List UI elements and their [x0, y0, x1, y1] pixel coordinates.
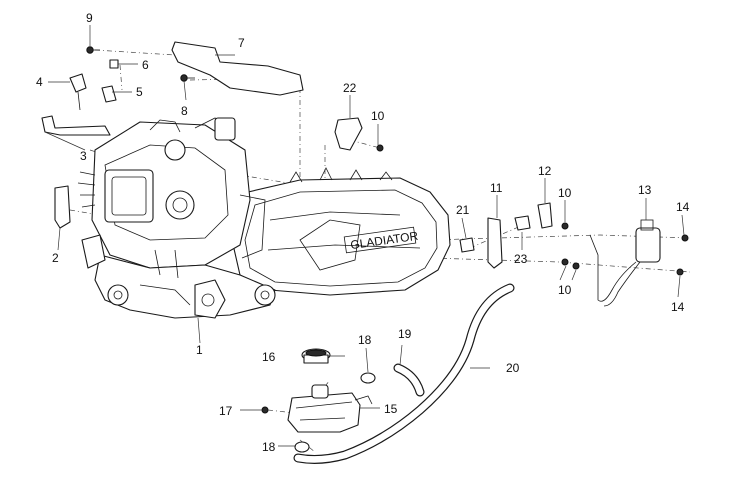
callout-22: 22 — [343, 81, 357, 95]
clamp-part-18-lower — [294, 441, 310, 453]
callout-13: 13 — [638, 183, 652, 197]
callout-18-upper: 18 — [358, 333, 372, 347]
bolt-part-6 — [109, 59, 119, 69]
callout-9: 9 — [86, 11, 93, 25]
callout-labels: 1 2 3 4 5 6 7 8 9 10 10 10 11 12 13 14 1… — [36, 11, 690, 454]
bracket-part-7 — [171, 41, 304, 96]
bolt-part-10-low-b — [572, 262, 580, 270]
callout-4: 4 — [36, 75, 43, 89]
callout-12: 12 — [538, 164, 552, 178]
callout-23: 23 — [514, 252, 528, 266]
callout-3: 3 — [80, 149, 87, 163]
engine-assembly: GLADIATOR — [77, 117, 451, 319]
callout-7: 7 — [238, 36, 245, 50]
bracket-part-12 — [537, 202, 553, 229]
callout-6: 6 — [142, 58, 149, 72]
callout-21: 21 — [456, 203, 470, 217]
bolt-part-14-bottom — [676, 268, 684, 276]
bracket-part-22 — [334, 117, 363, 151]
callout-15: 15 — [384, 402, 398, 416]
bolt-part-10-low-a — [561, 258, 569, 266]
clamp-part-18-upper — [360, 372, 376, 384]
clamp-part-21 — [459, 237, 475, 253]
callout-5: 5 — [136, 85, 143, 99]
callout-18-lower: 18 — [262, 440, 276, 454]
callout-16: 16 — [262, 350, 276, 364]
bracket-part-11 — [487, 217, 503, 269]
clip-part-23 — [514, 215, 531, 231]
callout-17: 17 — [219, 404, 233, 418]
callout-11: 11 — [490, 181, 503, 195]
reservoir-part-15 — [287, 384, 373, 433]
bolt-part-14-top — [681, 234, 689, 242]
bracket-part-2 — [54, 185, 71, 229]
bolt-part-9 — [86, 46, 100, 54]
leader-lines — [44, 25, 685, 447]
callout-2: 2 — [52, 251, 59, 265]
callout-10-top: 10 — [371, 109, 385, 123]
callout-10-mid: 10 — [558, 186, 572, 200]
valve-part-13 — [589, 219, 661, 307]
bolt-part-10-mid — [561, 222, 569, 230]
sensor-part-4 — [69, 73, 87, 111]
callout-10-low: 10 — [558, 283, 572, 297]
hose-part-19 — [393, 363, 425, 397]
callout-8: 8 — [181, 104, 188, 118]
callout-19: 19 — [398, 327, 412, 341]
hose-part-20 — [293, 283, 515, 464]
callout-14-bottom: 14 — [671, 300, 685, 314]
cap-part-16 — [301, 348, 331, 364]
bolt-part-17 — [261, 406, 269, 414]
bolt-part-10-top — [376, 144, 384, 152]
clip-part-5 — [101, 85, 117, 103]
callout-20: 20 — [506, 361, 520, 375]
callout-14-top: 14 — [676, 200, 690, 214]
sensor-bracket-part-3 — [41, 115, 111, 136]
callout-1: 1 — [196, 343, 203, 357]
